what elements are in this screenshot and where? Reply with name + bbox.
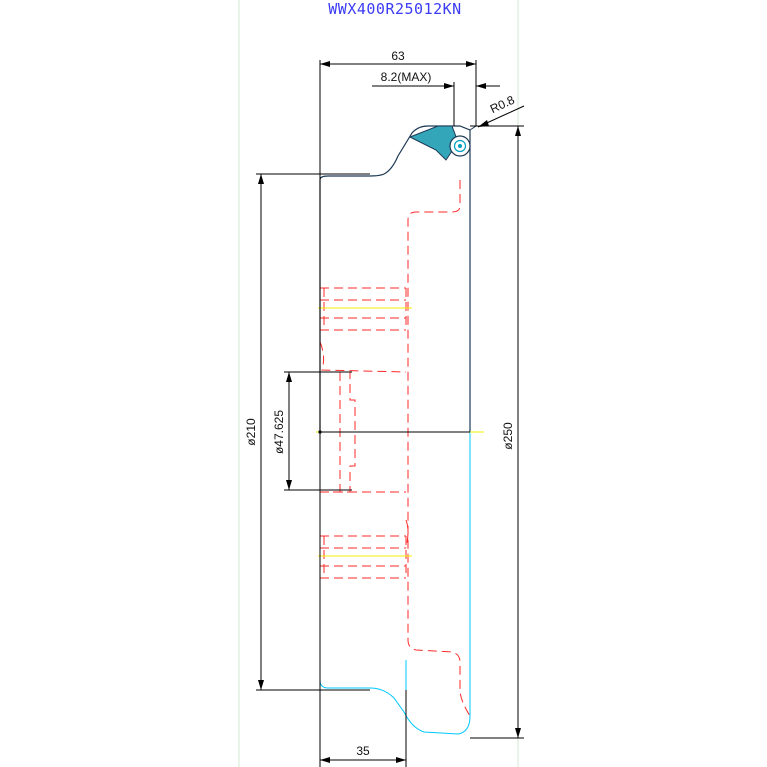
cutter-body-upper [319,125,471,432]
insert-tip [408,125,477,161]
dim-max-depth: 8.2(MAX) [381,70,432,84]
dim-overall-width: 63 [391,49,405,63]
dim-bore-diameter: ø47.625 [272,410,286,454]
dimension-lines [256,60,525,767]
dim-cutter-diameter: ø250 [501,422,515,450]
hidden-features [319,180,471,717]
center-point [318,430,322,434]
dim-corner-radius: R0.8 [488,93,517,117]
dim-hub-width: 35 [356,744,370,758]
cutter-body-lower [319,432,471,735]
drawing-title: WWX400R25012KN [328,0,461,18]
dim-hub-diameter: ø210 [244,418,258,446]
